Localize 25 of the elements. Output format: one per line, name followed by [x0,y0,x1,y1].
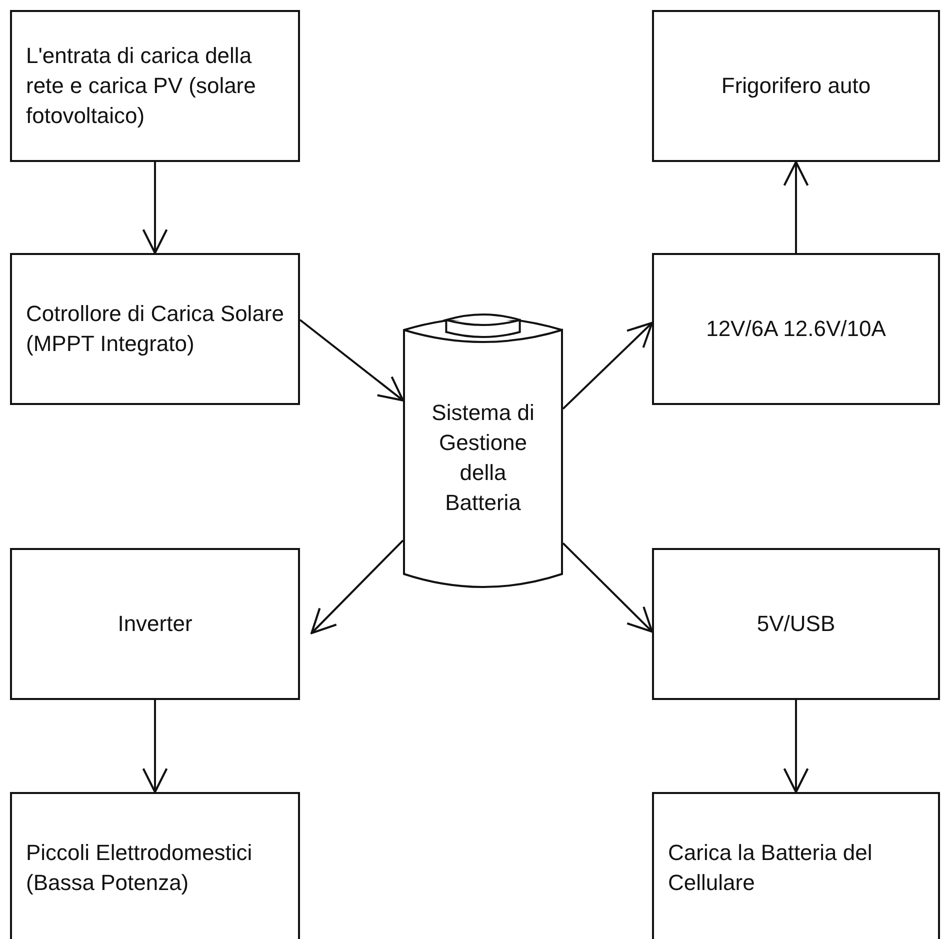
arrow [299,319,404,402]
process-box [652,548,940,700]
node-label: Sistema di Gestione della Batteria [430,399,536,517]
arrow [142,162,168,254]
node-label: Piccoli Elettrodomestici (Bassa Potenza) [26,839,254,897]
node-label: Frigorifero auto [721,72,871,100]
process-box [652,792,940,939]
node-label: L'entrata di carica della rete e carica PV (solare fotovoltaico) [26,42,257,130]
node-label: Inverter [118,610,192,638]
process-box [652,253,940,405]
arrow [783,160,809,253]
process-box [10,10,300,162]
arrow [783,700,809,794]
arrow [562,322,654,410]
arrow [310,540,404,634]
process-box [10,792,300,939]
arrow [142,700,168,794]
node-label: 12V/6A 12.6V/10A [706,315,886,343]
node-label: 5V/USB [756,610,836,638]
process-box [10,253,300,405]
process-box [652,10,940,162]
arrow [562,542,654,633]
node-label: Carica la Batteria del Cellulare [668,839,874,897]
node-label: Cotrollore di Carica Solare (MPPT Integrato) [26,300,284,358]
process-box [10,548,300,700]
